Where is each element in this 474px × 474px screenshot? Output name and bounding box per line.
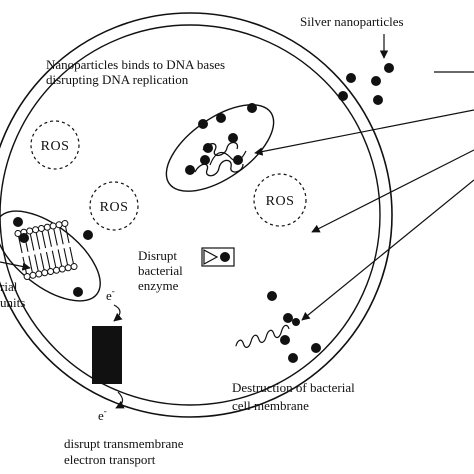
ros-label: ROS (266, 194, 295, 209)
free-silver-nanoparticles (338, 63, 394, 105)
ribosome-label-line2: units (0, 295, 25, 310)
nanoparticle (247, 103, 257, 113)
nanoparticle (200, 155, 210, 165)
nanoparticle (384, 63, 394, 73)
nanoparticle (216, 113, 226, 123)
enzyme-box (201, 247, 235, 267)
dna-label-line1: Nanoparticles binds to DNA bases (46, 57, 225, 72)
nanoparticle (19, 233, 29, 243)
nanoparticle (283, 313, 293, 323)
silver-nanoparticles-label: Silver nanoparticles (300, 14, 404, 29)
ros-marker: ROS (253, 173, 307, 227)
enzyme-label-line2: bacterial (138, 263, 183, 278)
enzyme-label-line1: Disrupt (138, 248, 177, 263)
nanoparticle (338, 91, 348, 101)
nanoparticle (267, 291, 277, 301)
dna-region (165, 103, 275, 192)
nanoparticle (233, 155, 243, 165)
electron-top-label: e- (106, 286, 115, 303)
ros-marker: ROS (30, 120, 80, 170)
nanoparticle (311, 343, 321, 353)
ros-label: ROS (100, 200, 129, 215)
nanoparticle (346, 73, 356, 83)
damaged-membrane-coil (235, 324, 290, 348)
nanoparticle (73, 287, 83, 297)
ribosome-label-line1: rial (0, 279, 18, 294)
nanoparticle (185, 165, 195, 175)
cell-inner-membrane (0, 24, 381, 406)
nanoparticle (203, 143, 213, 153)
pointer-line-to-membrane (301, 179, 474, 321)
nanoparticle (83, 230, 93, 240)
nanoparticle (288, 353, 298, 363)
electron-transport-channel (92, 326, 122, 384)
nanoparticle (371, 76, 381, 86)
nanoparticle (280, 335, 290, 345)
transmembrane-protein (92, 326, 122, 384)
electron-bottom-arrow (115, 391, 125, 409)
enzyme-notch (203, 248, 219, 266)
membrane-label-line1: Destruction of bacterial (232, 380, 355, 395)
cell-outer-membrane (0, 12, 393, 418)
nanoparticle (220, 252, 230, 262)
ros-label: ROS (41, 139, 70, 154)
electron-top-arrow (113, 304, 123, 322)
ros-marker: ROS (89, 181, 139, 231)
ribosome-pointer-arrow (0, 261, 31, 271)
nanoparticle (198, 119, 208, 129)
nanoparticle (292, 318, 300, 326)
dna-label-line2: disrupting DNA replication (46, 72, 189, 87)
bacterial-enzyme (201, 247, 235, 267)
membrane-damage-site (235, 291, 321, 363)
pointer-line-to-dna (254, 109, 474, 156)
membrane-label-line2: cell membrane (232, 398, 309, 413)
nanoparticle (373, 95, 383, 105)
bacterial-cell (0, 12, 393, 418)
enzyme-label-line3: enzyme (138, 278, 179, 293)
lipid-heads (14, 219, 78, 281)
electron-bottom-label: e- (98, 406, 107, 423)
pointer-line-to-ros (311, 149, 474, 233)
nanoparticle (228, 133, 238, 143)
nucleoid-ellipse (165, 104, 275, 192)
transport-label-line1: disrupt transmembrane (64, 436, 184, 451)
transport-label-line2: electron transport (64, 452, 156, 467)
nanoparticle (13, 217, 23, 227)
